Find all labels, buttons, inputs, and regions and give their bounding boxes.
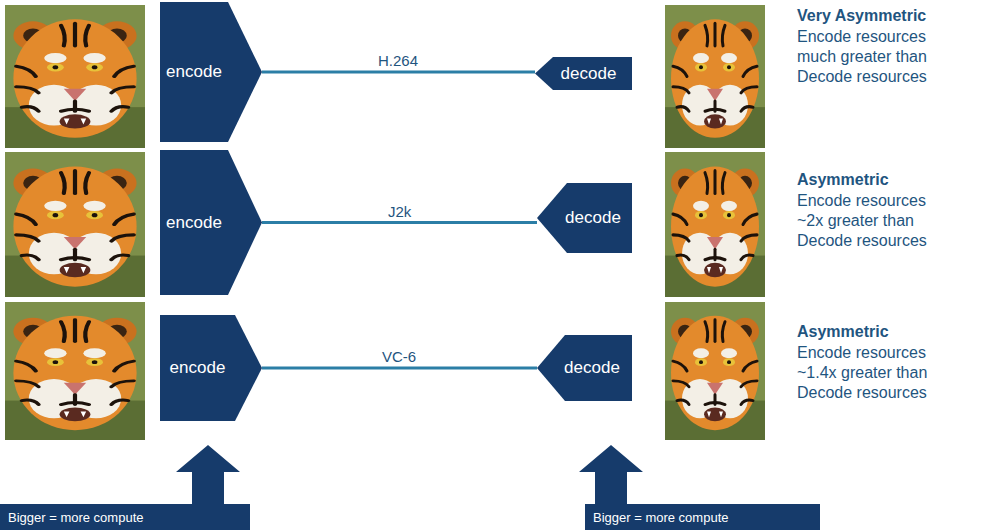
codec-label: VC-6 bbox=[379, 348, 419, 365]
signal-line bbox=[262, 71, 535, 74]
asymmetry-note: Encode resources ~2x greater than Decode… bbox=[797, 191, 947, 251]
block-text: decode bbox=[565, 208, 621, 228]
codec-label: J2k bbox=[385, 203, 414, 220]
asymmetry-heading: Asymmetric bbox=[797, 322, 889, 342]
asymmetry-note: Encode resources ~1.4x greater than Deco… bbox=[797, 343, 947, 403]
up-arrow bbox=[579, 445, 643, 504]
text-holder: Bigger = more compute bbox=[585, 504, 820, 530]
decode-block: decode bbox=[535, 57, 632, 90]
signal-line bbox=[262, 367, 537, 370]
text-holder: Bigger = more compute bbox=[0, 504, 250, 530]
text-holder: encode bbox=[160, 150, 228, 295]
encode-block: encode bbox=[160, 315, 262, 421]
encode-block: encode bbox=[160, 150, 262, 295]
asymmetry-heading: Asymmetric bbox=[797, 170, 889, 190]
text-holder: decode bbox=[552, 335, 632, 401]
text-holder: decode bbox=[545, 57, 632, 90]
block-text: encode bbox=[170, 358, 226, 378]
legend-box: Bigger = more compute bbox=[585, 504, 820, 530]
tiger-photo bbox=[665, 152, 765, 297]
decode-block: decode bbox=[537, 183, 632, 253]
up-arrow bbox=[176, 445, 240, 504]
decode-block: decode bbox=[537, 335, 632, 401]
asymmetry-heading: Very Asymmetric bbox=[797, 6, 926, 26]
tiger-photo bbox=[5, 152, 145, 297]
block-text: Bigger = more compute bbox=[593, 510, 728, 525]
tiger-photo bbox=[5, 302, 145, 440]
asymmetry-note: Encode resources much greater than Decod… bbox=[797, 27, 947, 87]
text-holder: decode bbox=[554, 183, 632, 253]
block-text: encode bbox=[166, 62, 222, 82]
block-text: decode bbox=[561, 64, 617, 84]
signal-line bbox=[262, 221, 537, 224]
block-text: decode bbox=[564, 358, 620, 378]
encode-block: encode bbox=[160, 2, 262, 142]
tiger-photo bbox=[665, 302, 765, 440]
tiger-photo bbox=[665, 5, 765, 148]
block-text: Bigger = more compute bbox=[8, 510, 143, 525]
tiger-photo bbox=[5, 5, 145, 148]
text-holder: encode bbox=[160, 315, 235, 421]
legend-box: Bigger = more compute bbox=[0, 504, 250, 530]
codec-label: H.264 bbox=[375, 52, 421, 69]
text-holder: encode bbox=[160, 2, 228, 142]
block-text: encode bbox=[166, 213, 222, 233]
